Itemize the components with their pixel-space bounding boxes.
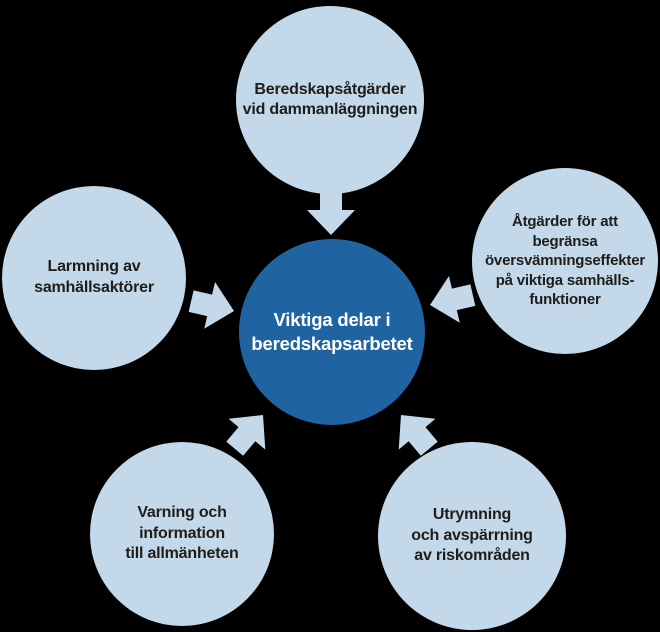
node-center-viktiga-delar: Viktiga delar i beredskapsarbetet (239, 239, 425, 425)
node-varning-information: Varning och information till allmänheten (90, 442, 274, 626)
center-node-label: Viktiga delar i beredskapsarbetet (251, 308, 413, 354)
node-label: Varning och information till allmänheten (125, 503, 239, 563)
node-label: Larmning av samhällsaktörer (34, 258, 154, 296)
node-utrymning-avsparrning: Utrymning och avspärrning av riskområden (378, 442, 566, 630)
node-label: Åtgärder för att begränsa översvämningse… (484, 213, 646, 309)
node-beredskapsatgarder-dammanlaggningen: Beredskapsåtgärder vid dammanläggningen (236, 6, 424, 194)
arrow-top-to-center-icon (307, 191, 355, 235)
arrow-left-to-center-icon (188, 281, 234, 329)
node-begransa-oversvamningseffekter: Åtgärder för att begränsa översvämningse… (472, 168, 658, 354)
node-larmning-samhallsaktorer: Larmning av samhällsaktörer (2, 186, 186, 370)
node-label: Utrymning och avspärrning av riskområden (411, 505, 533, 565)
node-label: Beredskapsåtgärder vid dammanläggningen (242, 81, 418, 118)
arrow-bottom-right-to-center-icon (398, 415, 438, 456)
arrow-right-to-center-icon (430, 275, 476, 323)
arrow-bottom-left-to-center-icon (226, 415, 266, 456)
